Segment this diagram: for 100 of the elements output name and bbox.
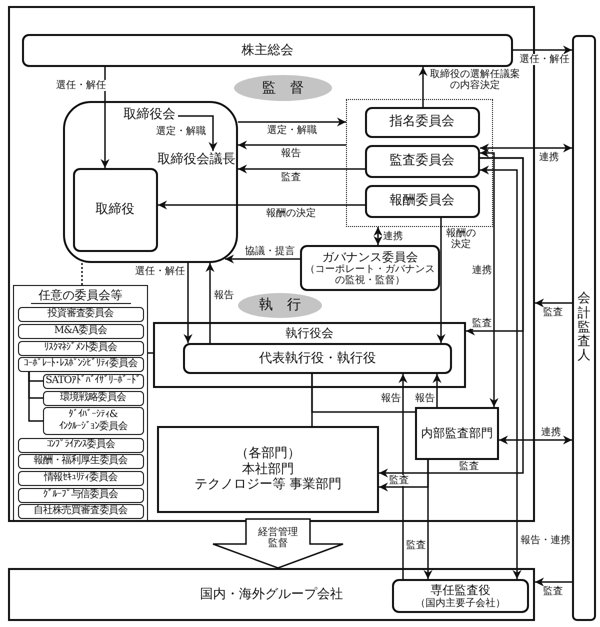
- arrow: [238, 140, 346, 150]
- arrow: [499, 436, 572, 444]
- edge-label: 報告: [380, 393, 402, 404]
- node-text: 本社部門: [242, 462, 294, 477]
- arrow: [158, 200, 365, 210]
- arrow: [535, 298, 572, 308]
- node-text: 執行: [259, 297, 315, 314]
- node-text: ﾀﾞｲﾊﾞｰｼﾃｨ& ｲﾝｸﾙｰｼﾞｮﾝ委員会: [58, 408, 128, 432]
- block-arrow: [212, 518, 344, 569]
- dotted-connector: [81, 263, 83, 285]
- arrow: [424, 460, 432, 579]
- edge-label: 選定・解職: [155, 126, 207, 137]
- node-text: 会計監査人: [578, 292, 590, 364]
- committee-box: [364, 144, 480, 178]
- committee-box: [42, 406, 144, 434]
- heading: 任意の委員会等: [30, 288, 130, 304]
- connector-line: [28, 372, 43, 422]
- audit-department-box: [415, 407, 499, 460]
- committee-box: [42, 390, 144, 406]
- node-text: （コーポレート・ガバナンスの監視・監督）: [304, 264, 436, 286]
- arrow: [480, 166, 522, 579]
- node-text: 指名委員会: [390, 114, 454, 130]
- arrow: [206, 263, 214, 343]
- executive-box: [183, 343, 452, 374]
- edge-label: 取締役の選解任議案の内容決定: [428, 69, 522, 91]
- node-text: 専任監査役: [430, 583, 490, 598]
- node-text: （各部門）: [236, 446, 300, 462]
- group-company-box: [8, 568, 535, 621]
- node-text: 報酬委員会: [390, 193, 454, 209]
- arrow: [100, 67, 110, 168]
- node-text: ﾘｽｸﾏﾈｼﾞﾒﾝﾄ委員会: [44, 342, 117, 354]
- committee-box: [364, 184, 480, 218]
- node-text: 株主総会: [242, 42, 294, 58]
- node-text: ｺﾝﾌﾟﾗｲｱﾝｽ委員会: [46, 439, 115, 451]
- heading: 執行役会: [286, 326, 334, 340]
- node-text: テクノロジー等 事業部門: [194, 477, 342, 493]
- committee-box: [18, 340, 144, 356]
- arrow: [535, 578, 572, 586]
- director-box: [72, 168, 158, 252]
- auditor-column: [572, 35, 596, 621]
- arrow: [379, 157, 524, 478]
- arrow: [184, 263, 192, 343]
- node-text: 国内・海外グループ会社: [200, 586, 343, 602]
- committee-box: [18, 324, 144, 338]
- arrow: [225, 254, 300, 264]
- edge-label: 選定・解職: [266, 125, 318, 136]
- node-text: 自社株売買審査委員会: [33, 505, 128, 517]
- edge-label: 報告・連携: [520, 535, 571, 546]
- edge-label: 報告: [280, 148, 302, 159]
- edge-label: 報告: [213, 290, 235, 301]
- arrow: [480, 148, 498, 407]
- committee-box: [300, 245, 440, 291]
- node-text: SATOｱﾄﾞﾊﾞｲｻﾞﾘｰﾎﾞｰﾄﾞ: [46, 375, 140, 387]
- auditor-box: [392, 579, 529, 613]
- arrow: [418, 67, 428, 107]
- edge-label: 連携: [471, 265, 493, 276]
- edge-label: 選任・解任: [519, 54, 570, 65]
- meeting-box: [22, 34, 513, 67]
- node-text: ガバナンス委員会: [322, 250, 418, 264]
- edge-label: 監査: [388, 475, 410, 486]
- committee-box: [18, 454, 144, 468]
- connector-line: [148, 352, 153, 354]
- edge-label: 監査: [458, 461, 480, 472]
- committee-panel: [13, 285, 148, 522]
- edge-label: 監査: [471, 318, 493, 329]
- arrow: [398, 374, 408, 579]
- committee-box: [18, 306, 144, 322]
- node-text: 取締役会議長: [158, 152, 236, 168]
- edge-label: 経営管理監督: [257, 527, 299, 549]
- edge-label: 監査: [542, 307, 564, 318]
- node-text: 監督: [262, 80, 318, 96]
- committee-group-frame: [346, 99, 493, 227]
- committee-box: [18, 488, 144, 502]
- edge-label: 監査: [542, 586, 564, 597]
- node-text: 環境戦略委員会: [60, 392, 126, 404]
- arrow: [432, 374, 442, 407]
- committee-box: [18, 356, 144, 372]
- edge-label: 監査: [405, 540, 427, 551]
- edge-label: 選任・解任: [55, 80, 107, 91]
- committee-box: [18, 470, 144, 486]
- node-text: 代表執行役・執行役: [259, 350, 376, 366]
- node-text: M&A委員会: [54, 325, 107, 337]
- edge-label: 報酬の決定: [445, 228, 477, 250]
- edge-label: 連携: [382, 231, 404, 242]
- division-box: [157, 426, 379, 513]
- edge-label: 監査: [280, 172, 302, 183]
- executive-board-box: [153, 322, 466, 388]
- arrow: [178, 115, 218, 151]
- node-text: 監査委員会: [390, 153, 454, 169]
- node-text: （国内主要子会社）: [414, 598, 506, 609]
- arrow: [238, 118, 346, 126]
- connector-line: [311, 374, 415, 413]
- edge-label: 連携: [538, 152, 560, 163]
- node-text: 取締役: [96, 202, 134, 218]
- committee-box: [18, 504, 144, 518]
- edge-label: 協議・提言: [244, 246, 296, 257]
- arrow: [374, 227, 382, 245]
- node-text: ｺｰﾎﾟﾚｰﾄ･ﾚｽﾎﾟﾝｼﾋﾞﾘﾃｨ委員会: [24, 358, 138, 370]
- node-text: 情報ｾｷｭﾘﾃｨ委員会: [44, 472, 118, 484]
- edge-label: 連携: [540, 427, 562, 438]
